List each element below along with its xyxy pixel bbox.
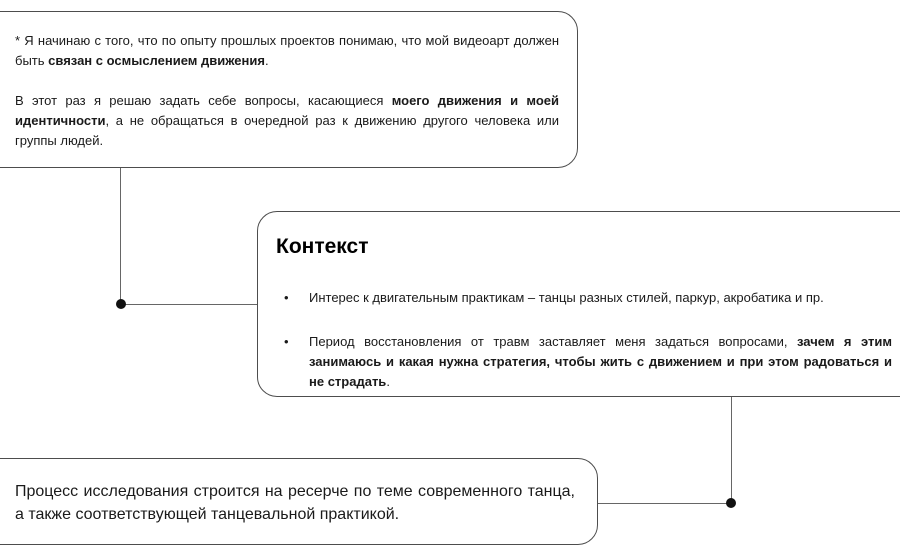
- context-bullet-2-text: Период восстановления от травм заставляе…: [309, 334, 892, 389]
- connector-dot-context: [726, 498, 736, 508]
- context-title: Контекст: [276, 235, 369, 258]
- node-context[interactable]: Контекст • Интерес к двигательным практи…: [257, 211, 900, 397]
- intro-paragraph-2: В этот раз я решаю задать себе вопросы, …: [15, 93, 559, 148]
- context-bullet-list: • Интерес к двигательным практикам – тан…: [284, 288, 892, 392]
- node-intro[interactable]: * Я начинаю с того, что по опыту прошлых…: [0, 11, 578, 168]
- process-paragraph: Процесс исследования строится на ресерче…: [15, 483, 575, 523]
- context-bullet-1-text: Интерес к двигательным практикам – танцы…: [309, 290, 824, 305]
- connector-line-context-to-process: [598, 503, 732, 504]
- connector-line-intro-to-context: [121, 304, 258, 305]
- list-item: • Период восстановления от травм заставл…: [284, 332, 892, 392]
- connector-dot-intro: [116, 299, 126, 309]
- connector-line-context-vertical: [731, 397, 732, 503]
- intro-paragraph-1: * Я начинаю с того, что по опыту прошлых…: [15, 33, 559, 68]
- node-process[interactable]: Процесс исследования строится на ресерче…: [0, 458, 598, 545]
- list-item: • Интерес к двигательным практикам – тан…: [284, 288, 892, 308]
- bullet-icon: •: [284, 290, 289, 305]
- bullet-icon: •: [284, 334, 289, 349]
- connector-line-intro-vertical: [120, 168, 121, 304]
